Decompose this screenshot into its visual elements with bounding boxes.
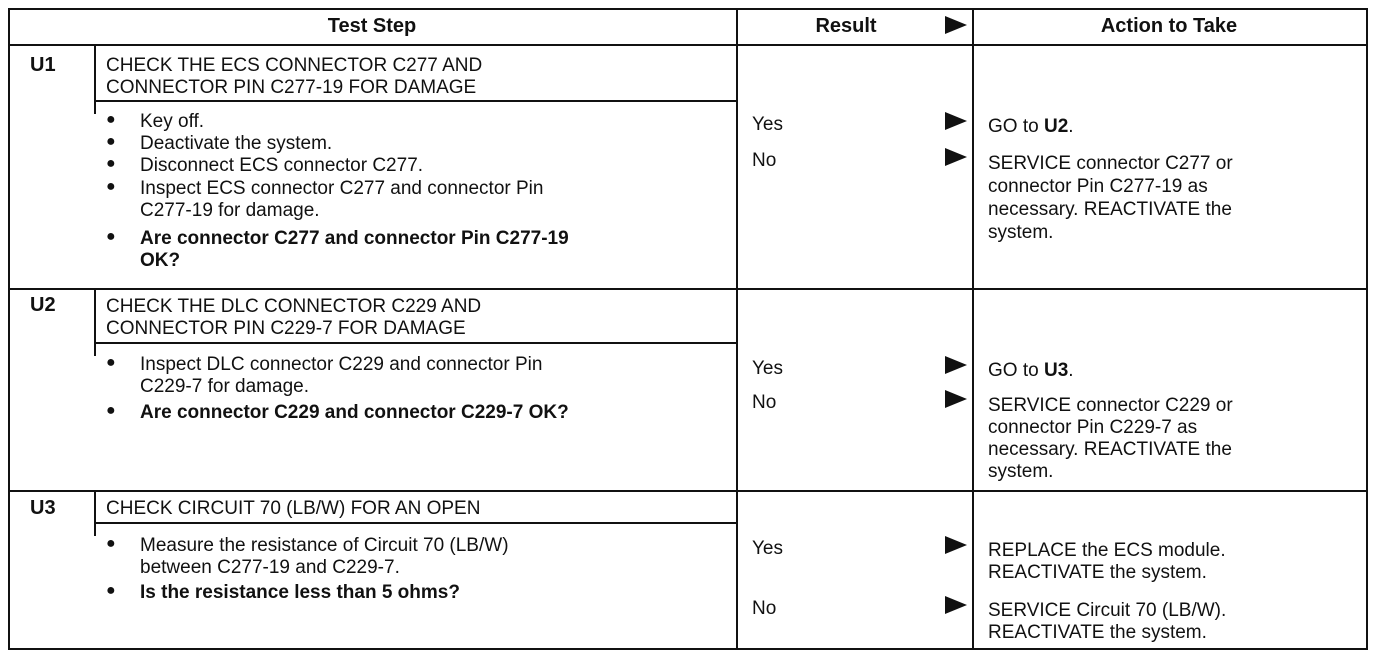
action-text: necessary. REACTIVATE the [988, 199, 1232, 220]
bullet-text: Measure the resistance of Circuit 70 (LB… [140, 535, 509, 556]
rule-header-bottom [8, 44, 1368, 46]
step-title-line: CHECK THE DLC CONNECTOR C229 AND [106, 296, 482, 317]
rule-u2-bottom [8, 490, 1368, 492]
bullet-text: C277-19 for damage. [140, 200, 320, 221]
bullet-icon: ● [106, 111, 116, 128]
bullet-icon: ● [106, 178, 116, 195]
action-text: GO to U2. [988, 116, 1074, 137]
result-yes: Yes [752, 358, 783, 379]
action-text: connector Pin C277-19 as [988, 176, 1208, 197]
bullet-icon: ● [106, 535, 116, 552]
step-id: U3 [30, 497, 56, 519]
rule-u2-title [94, 342, 736, 344]
rule-u3-title [94, 522, 736, 524]
result-no: No [752, 150, 777, 171]
bullet-question: Is the resistance less than 5 ohms? [140, 582, 460, 603]
bullet-text: between C277-19 and C229-7. [140, 557, 400, 578]
action-text: REACTIVATE the system. [988, 622, 1207, 643]
rule-u1-title [94, 100, 736, 102]
step-title-line: CONNECTOR PIN C229-7 FOR DAMAGE [106, 318, 466, 339]
rule-top [8, 8, 1368, 10]
step-id: U2 [30, 294, 56, 316]
arrow-icon [945, 112, 967, 130]
header-result: Result [815, 15, 877, 37]
arrow-icon [945, 596, 967, 614]
step-title-line: CHECK THE ECS CONNECTOR C277 AND [106, 55, 483, 76]
arrow-icon [945, 536, 967, 554]
bullet-text: Inspect DLC connector C229 and connector… [140, 354, 543, 375]
bullet-question: Are connector C277 and connector Pin C27… [140, 228, 569, 249]
header-test-step: Test Step [327, 15, 417, 37]
arrow-icon [945, 148, 967, 166]
action-text: system. [988, 461, 1054, 482]
arrow-icon [945, 356, 967, 374]
bullet-question: OK? [140, 250, 181, 271]
rule-id-col [94, 44, 96, 114]
rule-id-col-3 [94, 490, 96, 536]
action-text: REPLACE the ECS module. [988, 540, 1226, 561]
header-action: Action to Take [1100, 15, 1238, 37]
step-title-line: CONNECTOR PIN C277-19 FOR DAMAGE [106, 77, 477, 98]
step-title-line: CHECK CIRCUIT 70 (LB/W) FOR AN OPEN [106, 498, 481, 519]
bullet-text: Disconnect ECS connector C277. [140, 155, 424, 176]
action-text: system. [988, 222, 1054, 243]
arrow-icon [945, 390, 967, 408]
action-text: necessary. REACTIVATE the [988, 439, 1232, 460]
action-text: GO to U3. [988, 360, 1074, 381]
rule-action-col [972, 8, 974, 650]
bullet-text: Deactivate the system. [140, 133, 333, 154]
bullet-icon: ● [106, 402, 116, 419]
result-yes: Yes [752, 114, 783, 135]
action-text: SERVICE connector C229 or [988, 395, 1233, 416]
bullet-icon: ● [106, 354, 116, 371]
action-text: connector Pin C229-7 as [988, 417, 1198, 438]
bullet-icon: ● [106, 155, 116, 172]
bullet-icon: ● [106, 133, 116, 150]
action-text: REACTIVATE the system. [988, 562, 1207, 583]
rule-bottom [8, 648, 1368, 650]
result-yes: Yes [752, 538, 783, 559]
result-no: No [752, 598, 777, 619]
rule-result-col [736, 8, 738, 650]
bullet-text: C229-7 for damage. [140, 376, 309, 397]
bullet-text: Inspect ECS connector C277 and connector… [140, 178, 544, 199]
action-text: SERVICE Circuit 70 (LB/W). [988, 600, 1227, 621]
header-arrow-icon [945, 16, 967, 34]
step-id: U1 [30, 54, 56, 76]
result-no: No [752, 392, 777, 413]
rule-id-col-2 [94, 288, 96, 356]
rule-right [1366, 8, 1368, 650]
bullet-icon: ● [106, 582, 116, 599]
rule-u1-bottom [8, 288, 1368, 290]
bullet-icon: ● [106, 228, 116, 245]
bullet-text: Key off. [140, 111, 205, 132]
bullet-question: Are connector C229 and connector C229-7 … [140, 402, 569, 423]
rule-left [8, 8, 10, 650]
action-text: SERVICE connector C277 or [988, 153, 1233, 174]
